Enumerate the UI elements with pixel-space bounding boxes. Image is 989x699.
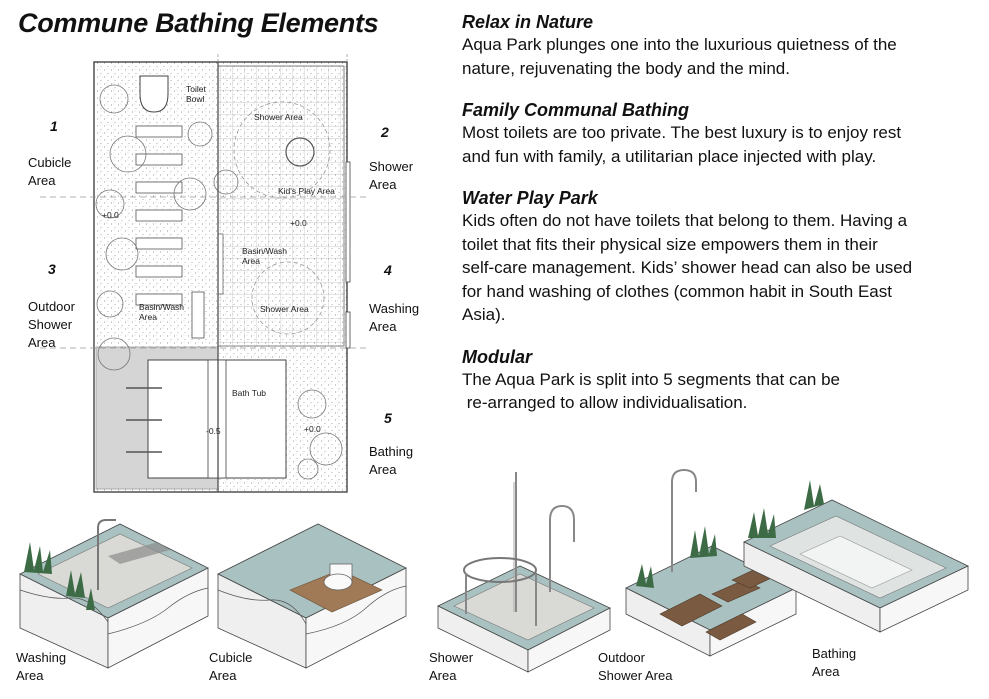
plan-label-shower-top: Shower Area (254, 112, 303, 122)
section-family: Family Communal Bathing Most toilets are… (462, 100, 982, 168)
section-relax: Relax in Nature Aqua Park plunges one in… (462, 12, 982, 80)
plant-circles (95, 84, 343, 480)
zone-number-3: 3 (48, 261, 56, 277)
iso-module-cubicle (217, 523, 407, 669)
isometric-modules (19, 468, 969, 673)
plan-label-level-bath: +0.0 (304, 424, 321, 434)
plan-label-kids-play: Kid's Play Area (278, 186, 335, 196)
section-line: The Aqua Park is split into 5 segments t… (462, 369, 840, 389)
section-line: Most toilets are too private. The best l… (462, 123, 902, 142)
page-title: Commune Bathing Elements (18, 8, 379, 38)
section-line: nature, rejuvenating the body and the mi… (462, 58, 790, 78)
section-line: Asia). (462, 305, 506, 324)
section-heading: Relax in Nature (462, 12, 594, 32)
section-heading: Modular (462, 346, 532, 367)
plan-label-level-tub: -0.5 (206, 426, 221, 436)
plan-label-shower-lower: Shower Area (260, 304, 309, 314)
zone-number-5: 5 (384, 410, 392, 426)
basin-wall (217, 233, 224, 295)
plan-label-level-center: +0.0 (290, 218, 307, 228)
floor-plan (40, 54, 370, 493)
right-wall-upper (345, 161, 351, 283)
zone-number-1: 1 (50, 118, 58, 134)
tile-grid-area (217, 65, 345, 347)
section-heading: Water Play Park (462, 188, 598, 208)
section-line: and fun with family, a utilitarian place… (462, 146, 877, 166)
section-line: for hand washing of clothes (common habi… (462, 281, 892, 301)
plan-label-level-left: +0.0 (102, 210, 119, 220)
slat-steps (135, 125, 205, 339)
zone-divider-lines (40, 196, 370, 349)
kids-play-ring (285, 137, 315, 167)
sections-column: Relax in Nature Aqua Park plunges one in… (462, 12, 982, 415)
section-line: re-arranged to allow individualisation. (462, 393, 748, 412)
zone-number-4: 4 (384, 262, 392, 278)
section-line: self-care management. Kids’ shower head … (462, 258, 913, 277)
iso-module-bathing (743, 480, 969, 633)
section-line: toilet that fits their physical size emp… (462, 234, 878, 254)
shower-circles (233, 101, 331, 335)
toilet-bowl-shape (139, 75, 169, 113)
section-modular: Modular The Aqua Park is split into 5 se… (462, 347, 982, 415)
plan-label-bath-tub: Bath Tub (232, 388, 267, 398)
section-line: Kids often do not have toilets that belo… (462, 211, 908, 230)
section-line: Aqua Park plunges one into the luxurious… (462, 35, 897, 54)
iso-module-washing (19, 519, 209, 669)
iso-module-shower (437, 472, 611, 673)
iso-module-outdoor-shower (625, 468, 797, 657)
zone-number-2: 2 (381, 124, 389, 140)
tub-steps (126, 387, 162, 453)
section-heading: Family Communal Bathing (462, 100, 690, 120)
right-wall-lower (345, 311, 351, 349)
section-water-play: Water Play Park Kids often do not have t… (462, 188, 982, 327)
